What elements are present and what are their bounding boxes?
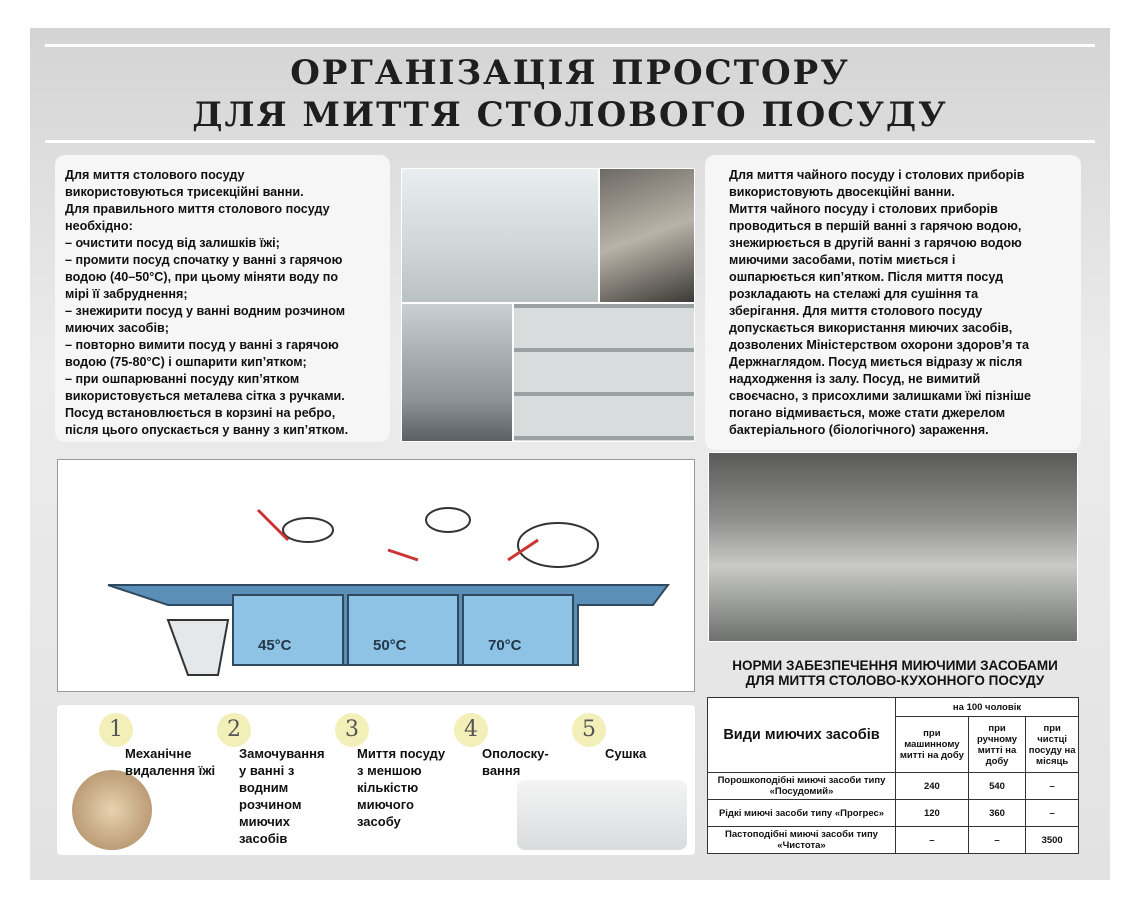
divider: [45, 44, 1095, 47]
cell: 540: [967, 772, 1027, 800]
step-label: Замочування у ванні з водним розчином ми…: [239, 746, 325, 846]
sink-illustration: [107, 507, 670, 676]
row-header: Види миючих засобів: [707, 697, 896, 773]
cell: –: [895, 826, 969, 854]
page-title: ОРГАНІЗАЦІЯ ПРОСТОРУ ДЛЯ МИТТЯ СТОЛОВОГО…: [45, 52, 1095, 136]
cell: 360: [967, 799, 1027, 827]
clean-plates-image: [517, 780, 687, 850]
temp-label-3: 70°С: [488, 637, 522, 654]
step-number: 5: [572, 713, 606, 747]
step-label: Сушка: [605, 746, 647, 761]
temp-label-1: 45°С: [258, 637, 292, 654]
step-label: Механічне видалення їжі: [125, 746, 216, 778]
left-text: Для миття столового посуду використовуют…: [65, 168, 349, 437]
step-number: 2: [217, 713, 251, 747]
group-header: на 100 чоловік: [895, 697, 1079, 717]
right-text-box: Для миття чайного посуду і столових приб…: [705, 155, 1081, 450]
table-title: НОРМИ ЗАБЕЗПЕЧЕННЯ МИЮЧИМИ ЗАСОБАМИ ДЛЯ …: [732, 658, 1058, 688]
row-name: Порошкоподібні миючі засоби типу «Посудо…: [707, 772, 896, 800]
dirty-dishes-image: [72, 770, 152, 850]
step-number: 1: [99, 713, 133, 747]
cell: –: [1025, 799, 1079, 827]
cell: 120: [895, 799, 969, 827]
three-sink-diagram: 45°С 50°С 70°С: [57, 459, 695, 692]
step-label: Ополоску- вання: [482, 746, 549, 778]
cell: –: [1025, 772, 1079, 800]
table-row: Пастоподібні миючі засоби типу «Чистота»…: [707, 826, 1079, 854]
column-header: при ручному митті на добу: [967, 716, 1027, 773]
photo-dish-racks: [513, 303, 695, 442]
row-name: Пастоподібні миючі засоби типу «Чистота»: [707, 826, 896, 854]
step-label: Миття посуду з меншою кількістю миючого …: [357, 746, 446, 829]
title-line-2: ДЛЯ МИТТЯ СТОЛОВОГО ПОСУДУ: [192, 95, 948, 135]
title-line-1: ОРГАНІЗАЦІЯ ПРОСТОРУ: [290, 53, 850, 93]
temp-label-2: 50°С: [373, 637, 407, 654]
cell: –: [967, 826, 1027, 854]
cell: 3500: [1025, 826, 1079, 854]
photo-hand-washing: [599, 168, 695, 303]
table-row: Порошкоподібні миючі засоби типу «Посудо…: [707, 772, 1079, 800]
right-text: Для миття чайного посуду і столових приб…: [729, 168, 1031, 437]
step-number: 3: [335, 713, 369, 747]
left-text-box: Для миття столового посуду використовуют…: [55, 155, 390, 442]
column-header: при машинному митті на добу: [895, 716, 969, 773]
step-number: 4: [454, 713, 488, 747]
photo-wash-room: [401, 168, 599, 303]
cell: 240: [895, 772, 969, 800]
row-name: Рідкі миючі засоби типу «Прогрес»: [707, 799, 896, 827]
photo-faucet: [401, 303, 513, 442]
steps-panel: 1 2 3 4 5 Механічне видалення їжі Замочу…: [57, 705, 695, 855]
photo-dishwasher: [708, 452, 1078, 642]
divider: [45, 140, 1095, 143]
column-header: при чистці посуду на місяць: [1025, 716, 1079, 773]
